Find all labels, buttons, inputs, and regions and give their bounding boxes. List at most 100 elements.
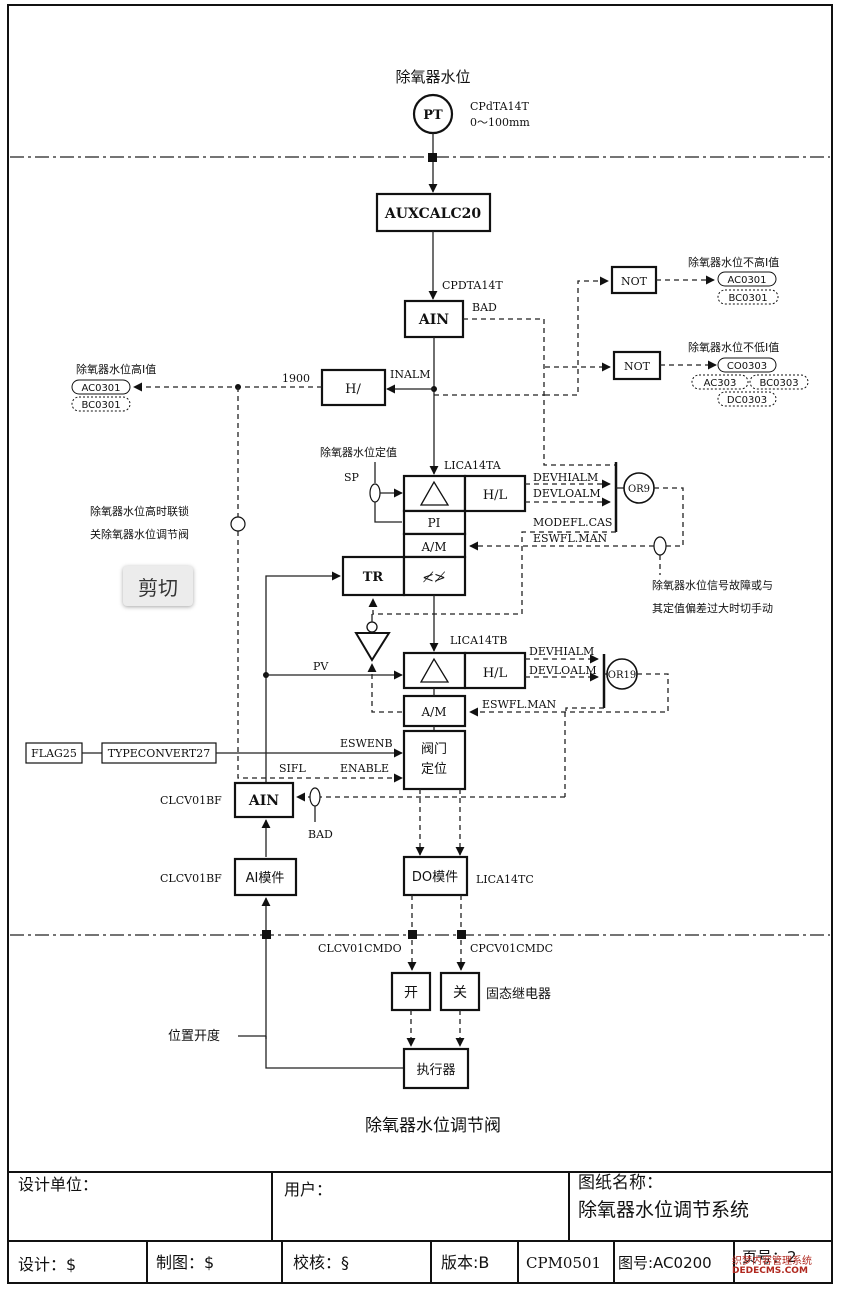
drawing-name: 除氧器水位调节系统	[578, 1199, 749, 1221]
tr-label: TR	[363, 570, 384, 585]
hl1-label: H/L	[483, 488, 508, 503]
not2-title: 除氧器水位不低Ⅰ值	[688, 340, 779, 354]
tag-not1-0-text: AC0301	[727, 275, 766, 286]
high-alarm-title: 除氧器水位高Ⅰ值	[76, 362, 156, 376]
interlock-line2: 关除氧器水位调节阀	[90, 527, 189, 541]
clcv01cmdo-label: CLCV01CMDO	[318, 942, 402, 955]
design-unit-label: 设计单位：	[18, 1175, 98, 1194]
actuator-label: 执行器	[416, 1063, 455, 1078]
tag-high-1-text: BC0301	[81, 400, 120, 411]
am2-block	[402, 694, 467, 728]
hl1-block	[463, 474, 527, 513]
ai-module-label: AI模件	[246, 871, 285, 886]
tag-not2-3-text: DC0303	[727, 395, 767, 406]
lica14tc-label: LICA14TC	[476, 873, 534, 886]
hl2-label: H/L	[483, 666, 508, 681]
not2-block	[612, 350, 662, 381]
valve-pos-line1: 阀门	[421, 742, 447, 757]
ain-top-label: AIN	[418, 312, 449, 328]
not1-title: 除氧器水位不高Ⅰ值	[688, 255, 779, 269]
ain-low-label: AIN	[248, 793, 279, 809]
tag-not1-1-text: BC0301	[728, 293, 767, 304]
hl2-block	[463, 651, 527, 690]
tag-not2-1	[691, 374, 749, 390]
tag-high-0	[71, 379, 131, 395]
tr-block	[341, 555, 406, 597]
eswfl-man2-label: ESWFL.MAN	[482, 698, 557, 711]
auxcalc-label: AUXCALC20	[384, 206, 481, 222]
tag-not2-2	[749, 374, 809, 390]
user-label: 用户：	[284, 1180, 332, 1199]
version-label: 版本:B	[441, 1253, 489, 1272]
pt-tag: CPdTA14T	[470, 100, 530, 113]
top-label: 除氧器水位	[395, 68, 470, 86]
typeconvert-label: TYPECONVERT27	[108, 747, 211, 760]
checker-label: 校核：§	[293, 1253, 349, 1272]
compare-block	[402, 555, 467, 597]
h-block	[320, 368, 387, 407]
modefl-cas-label: MODEFL.CAS	[533, 516, 612, 529]
code-label: CPM0501	[526, 1254, 601, 1272]
am2-label: A/M	[421, 705, 447, 719]
am1-label: A/M	[421, 540, 447, 554]
tag-high-0-text: AC0301	[81, 383, 120, 394]
flag25-label: FLAG25	[31, 747, 77, 760]
eswenb-label: ESWENB	[340, 737, 393, 750]
pt-range: 0～100mm	[470, 116, 530, 129]
val-1900: 1900	[282, 372, 310, 385]
clcv01bf-1-label: CLCV01BF	[160, 794, 222, 807]
tag-not1-1	[717, 289, 779, 305]
compare-symbol: ≮≯	[422, 570, 445, 586]
devloalm1-label: DEVLOALM	[533, 487, 601, 500]
tag-not2-2-text: BC0303	[759, 378, 798, 389]
or9-label: OR9	[628, 484, 650, 495]
enable-label: ENABLE	[340, 762, 389, 775]
ain-low-block	[233, 781, 295, 819]
bad-low-label: BAD	[308, 828, 333, 841]
watermark-line2: DEDECMS.COM	[732, 1266, 808, 1276]
eswfl-man1-label: ESWFL.MAN	[533, 532, 608, 545]
do-module-block	[402, 855, 469, 897]
tag-not2-0	[717, 357, 777, 373]
cpdta14t-label: CPDTA14T	[442, 279, 503, 292]
auxcalc-block	[375, 192, 492, 233]
tag-not1-0	[717, 271, 777, 287]
diagram-caption: 除氧器水位调节阀	[365, 1116, 501, 1136]
lica14ta-label: LICA14TA	[444, 459, 502, 472]
tag-not2-0-text: CO0303	[727, 361, 767, 372]
clcv01bf-2-label: CLCV01BF	[160, 872, 222, 885]
tag-not2-3	[717, 391, 777, 407]
interlock-line1: 除氧器水位高时联锁	[90, 504, 189, 518]
watermark-line1: 织梦内容管理系统	[732, 1256, 812, 1267]
bad-top-label: BAD	[472, 301, 497, 314]
h-block-label: H/	[345, 382, 361, 397]
page-label: 页号：2	[742, 1248, 797, 1266]
watermark: 织梦内容管理系统 DEDECMS.COM	[732, 1256, 840, 1277]
sifl-label: SIFL	[279, 762, 307, 775]
close-block	[439, 971, 481, 1012]
tag-high-1	[71, 396, 131, 412]
ai-module-block	[233, 857, 298, 897]
designer-label: 设计：$	[18, 1255, 76, 1274]
drafter-label: 制图：$	[156, 1253, 214, 1272]
devhialm2-label: DEVHIALM	[529, 645, 594, 658]
valve-pos-block	[402, 729, 467, 791]
or19-label: OR19	[608, 670, 636, 681]
drawing-name-label: 图纸名称：	[578, 1173, 663, 1193]
not1-label: NOT	[621, 275, 648, 288]
relay-label: 固态继电器	[486, 987, 551, 1002]
setpoint-label: 除氧器水位定值	[320, 445, 397, 459]
pi-label: PI	[428, 516, 441, 530]
drawing-frame	[7, 4, 833, 1284]
sp-label: SP	[344, 471, 360, 484]
pt-symbol: PT	[423, 108, 443, 123]
fault-line1: 除氧器水位信号故障或与	[652, 578, 773, 592]
fault-line2: 其定值偏差过大时切手动	[652, 601, 773, 615]
position-label: 位置开度	[168, 1028, 220, 1044]
lica14tb-label: LICA14TB	[450, 634, 507, 647]
pv-label: PV	[313, 660, 329, 673]
actuator-block	[402, 1047, 470, 1090]
do-module-label: DO模件	[412, 870, 458, 885]
cut-menu-item[interactable]: 剪切	[123, 566, 193, 606]
